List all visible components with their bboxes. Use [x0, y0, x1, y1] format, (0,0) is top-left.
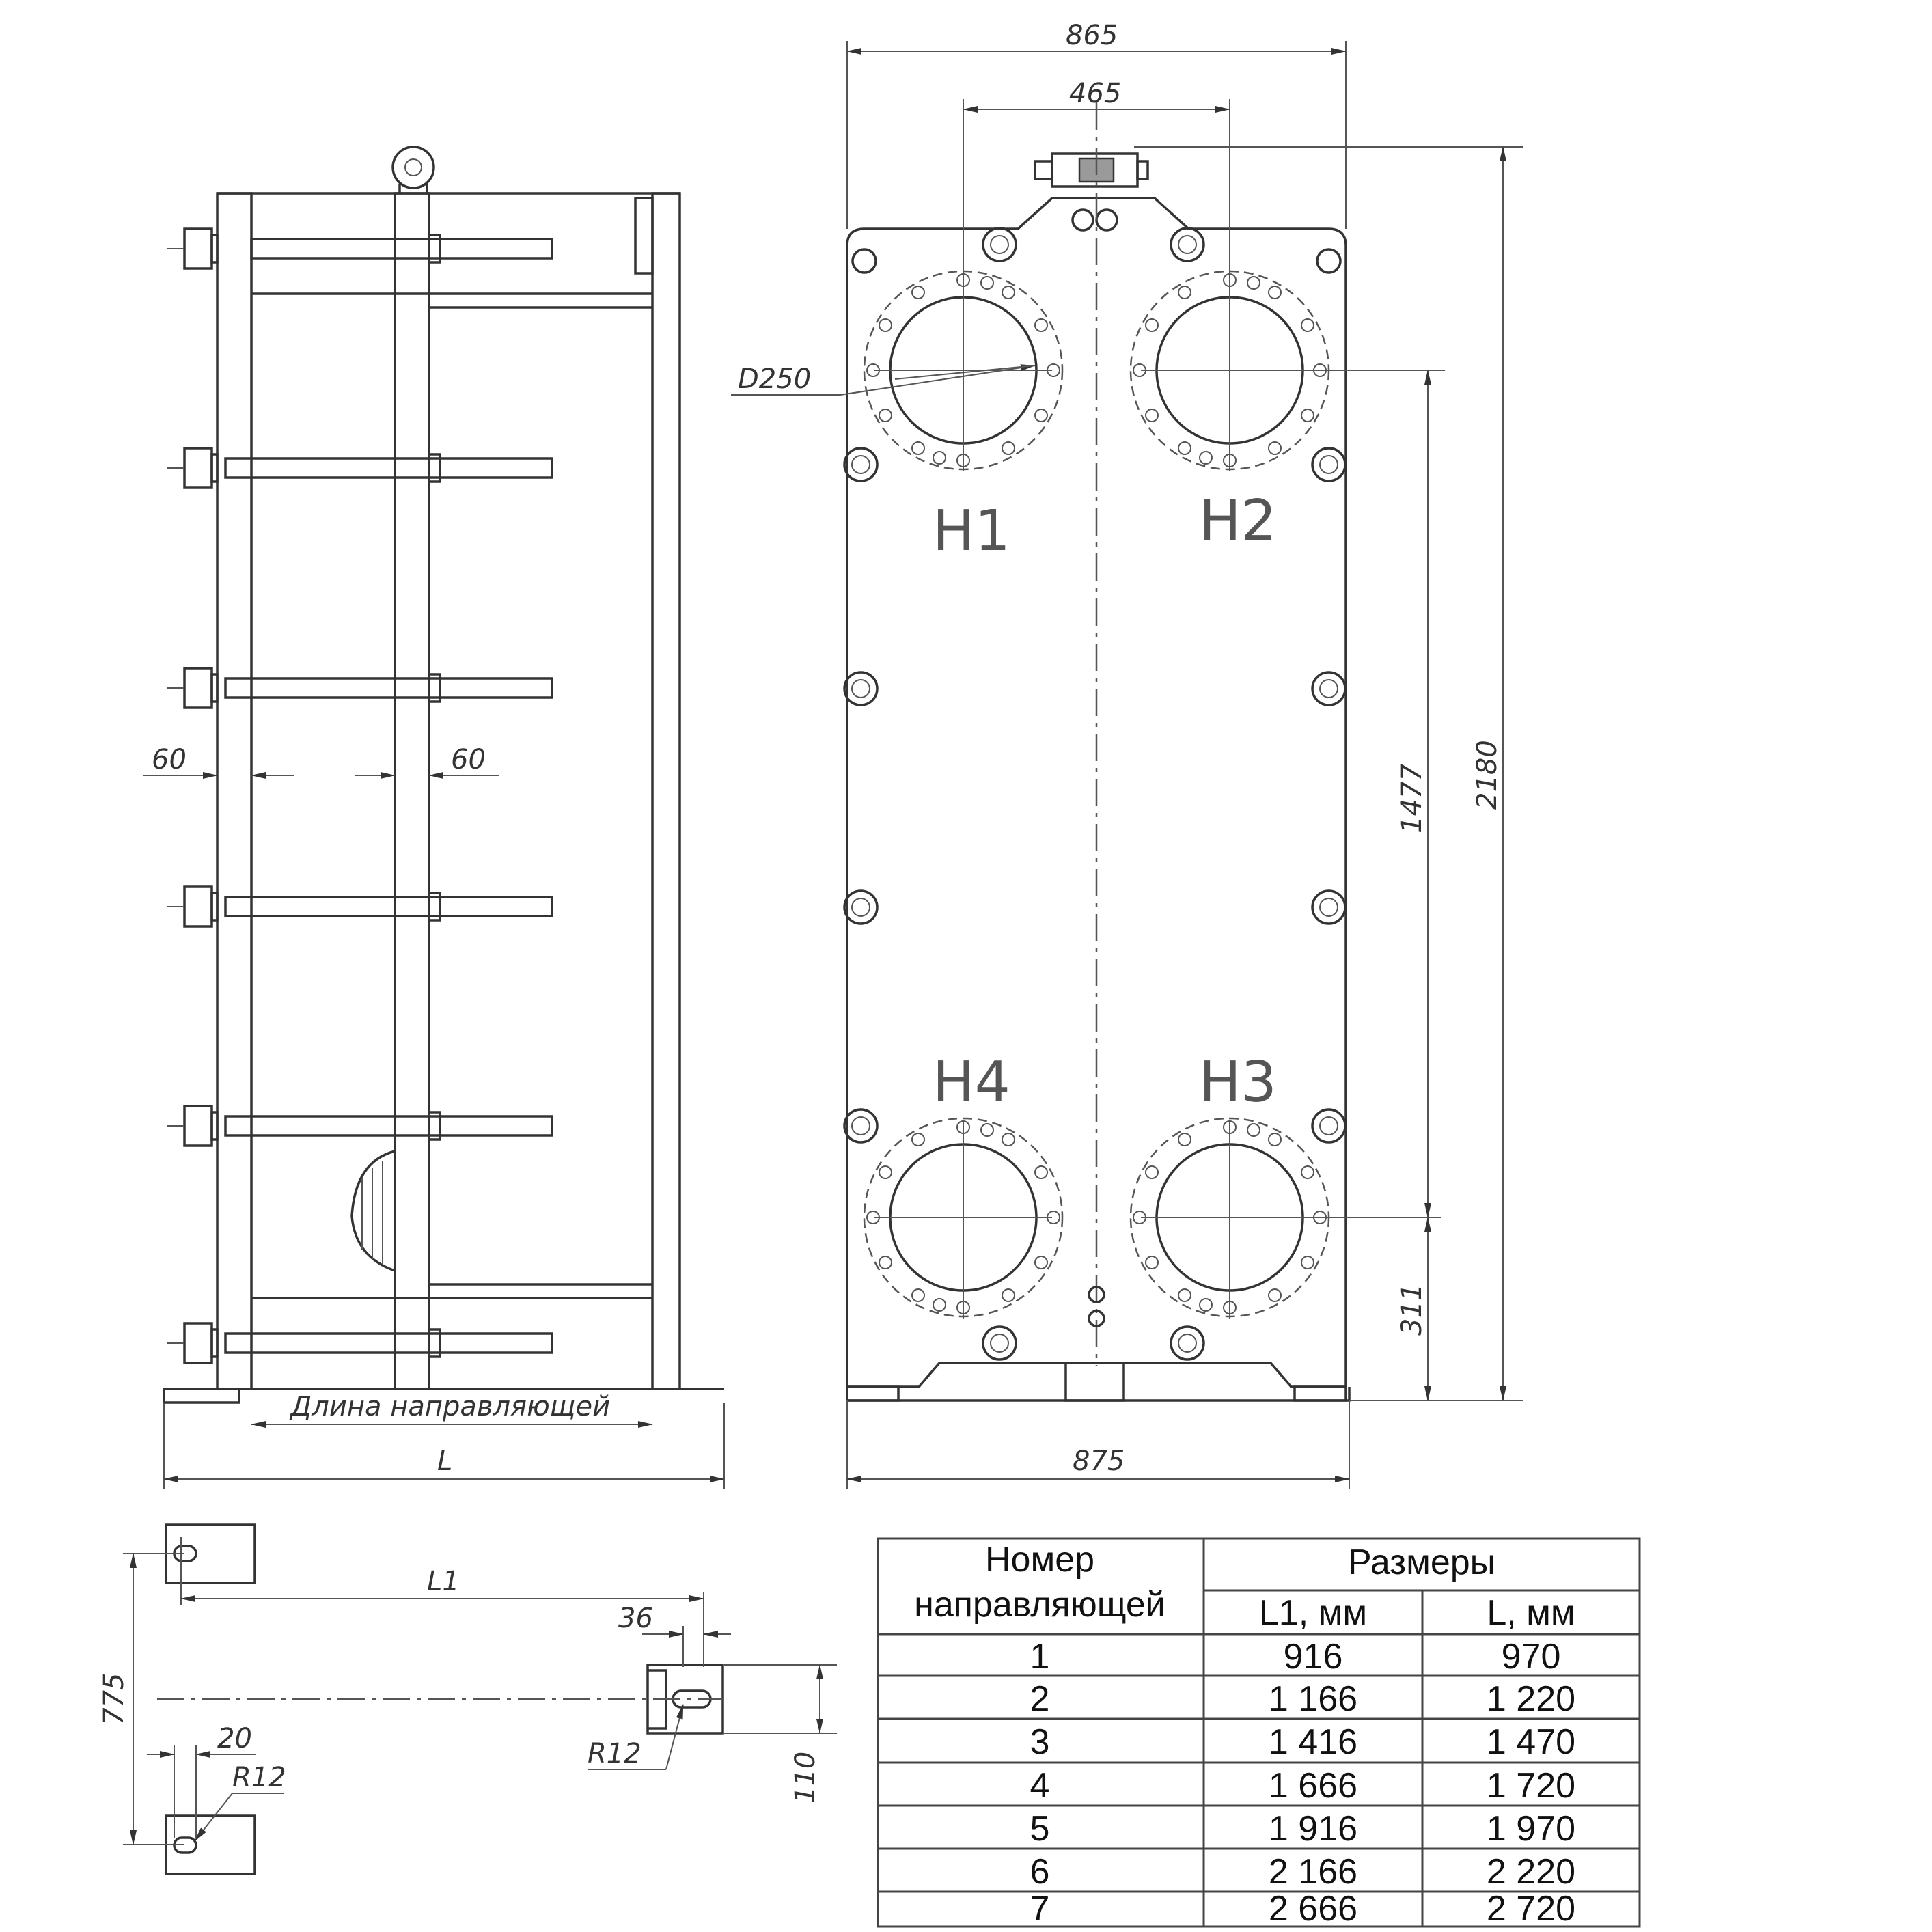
- dim-slot-radius-right: R12: [588, 1738, 641, 1769]
- table-cell: 970: [1502, 1637, 1561, 1676]
- table-cell: 2 166: [1269, 1852, 1357, 1892]
- dimensions-table: Номер направляющей Размеры L1, мм L, мм …: [877, 1537, 1641, 1929]
- dim-bracket-slot-width: 36: [618, 1603, 653, 1634]
- dim-slot-radius-left: R12: [232, 1762, 286, 1793]
- table-row: 6 2 166 2 220: [1030, 1852, 1576, 1892]
- table-row: 7 2 666 2 720: [1030, 1889, 1576, 1929]
- dim-port-diameter: D250: [738, 363, 811, 395]
- dim-port-bottom: 311: [1396, 1284, 1428, 1336]
- bottom-foot: [1064, 1362, 1125, 1402]
- table-cell: 3: [1030, 1722, 1050, 1762]
- dim-port-spacing: 465: [1069, 78, 1121, 109]
- table-row: 1 916 970: [1030, 1637, 1561, 1676]
- table-cell: 2 220: [1487, 1852, 1575, 1892]
- clamping-bolts: [843, 227, 1347, 1361]
- table-cell: 1 470: [1487, 1722, 1575, 1762]
- frame-plate-outline: [846, 197, 1347, 1387]
- tie-bolt: [167, 227, 553, 270]
- tie-bolts: [167, 227, 553, 1364]
- dim-slot-width-left: 20: [217, 1723, 252, 1754]
- port-label-h2: H2: [1199, 488, 1277, 553]
- lifting-eye: [391, 146, 435, 189]
- table-cell: 6: [1030, 1852, 1050, 1892]
- table-cell: 1 166: [1269, 1679, 1357, 1719]
- table-row: 4 1 666 1 720: [1030, 1766, 1576, 1806]
- table-cell: 1 220: [1487, 1679, 1575, 1719]
- tie-bolt: [167, 447, 553, 489]
- tie-bolt: [167, 1322, 553, 1364]
- port-label-h1: H1: [933, 499, 1010, 564]
- dim-plate-width: 865: [1066, 20, 1118, 51]
- frame-base: [846, 1362, 1351, 1402]
- table-cell: 1 416: [1269, 1722, 1357, 1762]
- port-h4: [863, 1117, 1064, 1319]
- table-row: 3 1 416 1 470: [1030, 1722, 1576, 1762]
- tie-bolt: [167, 885, 553, 928]
- dim-height-total: 2180: [1472, 740, 1503, 810]
- dim-guide-length: Длина направляющей: [289, 1391, 610, 1422]
- table-cell: 1 720: [1487, 1766, 1575, 1806]
- dim-bracket-height: 110: [790, 1752, 821, 1804]
- table-cell: 1: [1030, 1637, 1050, 1676]
- table-cell: 2 666: [1269, 1889, 1357, 1929]
- dim-bracket-spacing: 775: [98, 1673, 130, 1725]
- front-view: H1 H2 H4 H3 865 465 D250 2180 1477 311: [731, 20, 1523, 1489]
- dim-base-width: 875: [1073, 1446, 1124, 1477]
- table-cell: 1 916: [1269, 1809, 1357, 1849]
- table-header-l: L, мм: [1487, 1593, 1575, 1633]
- dim-guide-offset-left: 60: [152, 744, 187, 775]
- dim-frame-length: L: [437, 1446, 452, 1477]
- table-cell: 5: [1030, 1809, 1050, 1849]
- tie-bolt: [167, 667, 553, 709]
- table-cell: 1 666: [1269, 1766, 1357, 1806]
- table-header-group: Размеры: [1348, 1543, 1495, 1582]
- tie-bolt: [167, 1105, 553, 1147]
- table-cell: 7: [1030, 1889, 1050, 1929]
- port-h2: [1129, 270, 1330, 471]
- table-cell: 4: [1030, 1766, 1050, 1806]
- table-row: 5 1 916 1 970: [1030, 1809, 1576, 1849]
- table-header-number-line2: направляющей: [914, 1585, 1165, 1625]
- dim-port-vertical: 1477: [1396, 764, 1428, 833]
- fixed-frame-plate: [216, 192, 253, 1390]
- port-label-h4: H4: [933, 1050, 1010, 1115]
- foundation-plan: L1 36 775 110 R12 20 R12: [98, 1523, 837, 1875]
- dim-guide-offset-right: 60: [451, 744, 486, 775]
- table-cell: 2 720: [1487, 1889, 1575, 1929]
- side-view: 60 60 Длина направляющей L: [143, 146, 725, 1489]
- pressure-plate: [394, 192, 430, 1390]
- table-cell: 2: [1030, 1679, 1050, 1719]
- port-h1: [863, 270, 1064, 471]
- dim-bracket-length: L1: [427, 1566, 460, 1597]
- port-h3: [1129, 1117, 1441, 1319]
- table-header-number-line1: Номер: [985, 1540, 1094, 1579]
- table-cell: 916: [1284, 1637, 1343, 1676]
- table-row: 2 1 166 1 220: [1030, 1679, 1576, 1719]
- rear-column: [651, 192, 681, 1390]
- port-label-h3: H3: [1199, 1050, 1277, 1115]
- table-cell: 1 970: [1487, 1809, 1575, 1849]
- plate-pack: [350, 1150, 396, 1272]
- table-header-l1: L1, мм: [1259, 1593, 1367, 1633]
